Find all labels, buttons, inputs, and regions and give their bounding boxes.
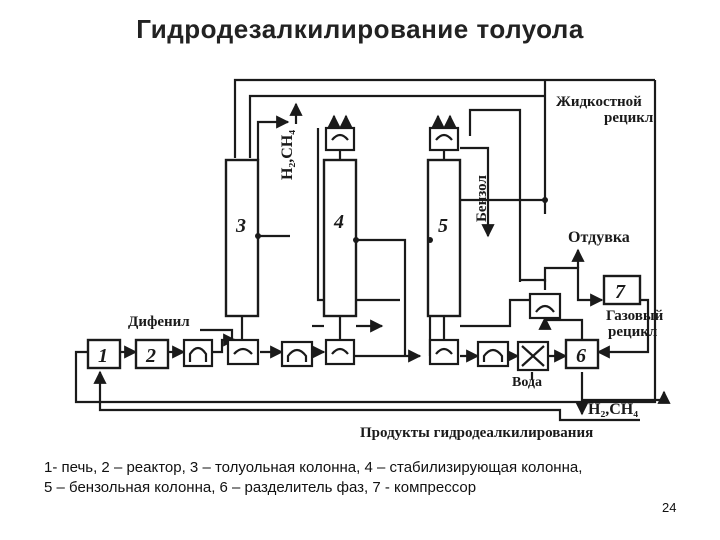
label-difenil: Дифенил (128, 314, 190, 330)
unit-label-2: 2 (145, 345, 156, 367)
diagram-caption: 1- печь, 2 – реактор, 3 – толуольная кол… (44, 458, 684, 498)
label-products: Продукты гидродеалкилирования (360, 425, 593, 441)
condenser-5 (428, 126, 460, 152)
difenil-line (200, 328, 234, 340)
unit-1-furnace (86, 338, 122, 370)
column-4 (322, 158, 358, 318)
condenser-4 (324, 126, 356, 152)
heat-exchanger-3 (476, 340, 510, 368)
column-5 (426, 158, 462, 318)
liquid-recycle-branch (248, 94, 545, 158)
label-benzol: Бензол (474, 175, 490, 222)
label-liquid-recycle-2: рецикл (604, 110, 654, 126)
compressor-out (596, 298, 650, 359)
unit-7-compressor (602, 274, 642, 306)
label-liquid-recycle-1: Жидкостной (556, 94, 642, 110)
column5-reflux (460, 298, 530, 328)
h2ch4-bottom-line (582, 390, 671, 404)
unit-label-7: 7 (615, 281, 626, 303)
top-recycle-line (233, 78, 655, 158)
caption-line-1: 1- печь, 2 – реактор, 3 – толуольная кол… (44, 459, 583, 476)
label-gas-recycle-2: рецикл (608, 324, 658, 340)
label-h2ch4-bottom: H₂,CH₄ (588, 401, 638, 418)
column4-side (356, 238, 407, 356)
column5-benzol-out (460, 146, 495, 238)
unit-label-3: 3 (235, 215, 246, 237)
unit-label-4: 4 (333, 211, 344, 233)
label-voda: Вода (512, 375, 542, 390)
label-otduvka: Отдувка (568, 229, 630, 246)
main-feed-line (74, 80, 657, 404)
unit-label-1: 1 (98, 345, 108, 367)
caption-line-2: 5 – бензольная колонна, 6 – разделитель … (44, 479, 477, 496)
column5-overhead-line (468, 108, 522, 136)
reboiler-5 (428, 338, 460, 366)
heat-exchanger-2 (280, 340, 314, 368)
slide-title: Гидродезалкилирование толуола (136, 14, 584, 44)
sep6-to-sep-top (538, 316, 584, 340)
reboiler-4 (324, 338, 356, 366)
column3-to-top (256, 115, 290, 160)
column-3 (224, 158, 260, 318)
column3-overhead-line (316, 128, 400, 302)
unit-label-5: 5 (438, 215, 448, 237)
unit-2-reactor (134, 338, 170, 370)
reboiler-3 (226, 338, 260, 366)
label-h2ch4-top: H₂,CH₄ (279, 130, 296, 180)
page-number: 24 (662, 500, 677, 515)
sep-to-column5 (520, 278, 547, 290)
products-line (93, 370, 640, 422)
unit-label-6: 6 (576, 345, 586, 367)
label-gas-recycle-1: Газовый (606, 308, 664, 324)
unit-6-phase-separator (564, 338, 600, 370)
heat-exchanger-1 (182, 338, 214, 368)
